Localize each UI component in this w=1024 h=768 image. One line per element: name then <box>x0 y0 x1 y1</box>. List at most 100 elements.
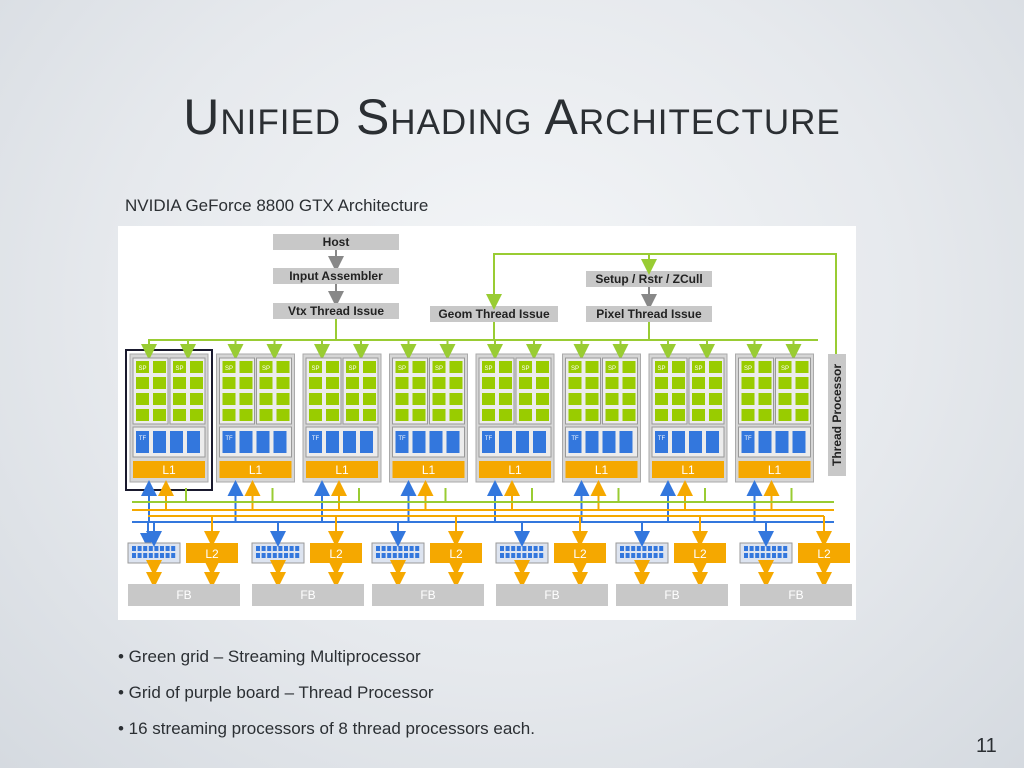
l2-label: L2 <box>817 547 831 561</box>
streaming-processor <box>672 393 685 405</box>
setup-block: Setup / Rstr / ZCull <box>586 271 712 287</box>
rop-cell <box>392 546 397 551</box>
streaming-processor <box>709 393 722 405</box>
rop-cell <box>516 546 521 551</box>
l2-cache <box>310 543 362 563</box>
streaming-processor <box>519 393 532 405</box>
streaming-processor <box>222 409 236 421</box>
thread-processor-label: Thread Processor <box>830 364 844 466</box>
rop-cell <box>620 546 624 551</box>
pixel-thread-issue-block: Pixel Thread Issue <box>586 306 712 322</box>
streaming-processor <box>741 393 755 405</box>
distribution-bus <box>148 319 818 341</box>
l2-cache <box>674 543 726 563</box>
rop-cell <box>376 553 380 558</box>
input-assembler-block: Input Assembler <box>273 268 399 284</box>
texture-filter-unit <box>568 431 582 453</box>
streaming-processor <box>692 409 705 421</box>
host-block: Host <box>273 234 399 250</box>
sp-label: SP <box>571 366 579 372</box>
rop-cell <box>528 553 532 558</box>
rop-cell <box>755 546 760 551</box>
rop-cell <box>659 546 664 551</box>
l1-cache <box>479 461 551 478</box>
l2-cache <box>554 543 606 563</box>
streaming-processor <box>222 377 236 389</box>
sp-label: SP <box>608 366 616 372</box>
streaming-processor <box>363 377 376 389</box>
architecture-diagram: Host Input Assembler Vtx Thread Issue Ge… <box>118 226 856 620</box>
sp-label: SP <box>484 366 492 372</box>
streaming-processor <box>326 361 339 373</box>
rop-cell <box>132 546 136 551</box>
streaming-processor <box>482 361 495 373</box>
tf-label: TF <box>139 436 147 442</box>
rop-cell <box>132 553 136 558</box>
rop-cell <box>631 553 636 558</box>
streaming-processor <box>605 361 619 373</box>
fb-label: FB <box>300 588 315 602</box>
rop-cell <box>289 546 294 551</box>
streaming-processor <box>758 361 772 373</box>
streaming-processor <box>519 377 532 389</box>
texture-filter-unit <box>758 431 772 453</box>
rop-cell <box>636 553 641 558</box>
texture-filter-unit <box>482 431 495 453</box>
frame-buffer <box>128 584 240 606</box>
sp-label: SP <box>435 366 443 372</box>
l2-label: L2 <box>449 547 463 561</box>
streaming-processor <box>499 409 512 421</box>
sp-label: SP <box>781 366 789 372</box>
streaming-processor <box>276 393 290 405</box>
streaming-processor <box>672 409 685 421</box>
texture-filter-unit <box>706 431 719 453</box>
rop-cell <box>625 546 630 551</box>
rop-cell <box>631 546 636 551</box>
streaming-processor <box>190 377 203 389</box>
rop-cell <box>415 553 420 558</box>
rop-cell <box>409 553 414 558</box>
l2-cache <box>430 543 482 563</box>
streaming-processor <box>346 377 359 389</box>
streaming-processor <box>259 409 273 421</box>
streaming-processor <box>190 361 203 373</box>
rop-cell <box>744 553 748 558</box>
texture-filter-unit <box>429 431 443 453</box>
texture-filter-unit <box>446 431 460 453</box>
rop-cell <box>415 546 420 551</box>
streaming-processor <box>482 393 495 405</box>
streaming-processor <box>692 393 705 405</box>
streaming-processor <box>585 409 599 421</box>
streaming-processor <box>276 409 290 421</box>
streaming-processor <box>568 361 582 373</box>
streaming-processor <box>136 361 149 373</box>
streaming-processor <box>326 393 339 405</box>
streaming-processor <box>449 377 463 389</box>
streaming-processor <box>482 377 495 389</box>
streaming-processor <box>778 409 792 421</box>
rop-cell <box>642 553 647 558</box>
texture-filter-unit <box>153 431 166 453</box>
pixel-thread-issue-label: Pixel Thread Issue <box>596 307 702 321</box>
texture-filter-unit <box>360 431 373 453</box>
rop-cell <box>381 546 386 551</box>
texture-filter-unit <box>672 431 685 453</box>
sp-label: SP <box>694 366 702 372</box>
rop-cell <box>642 546 647 551</box>
rop-cell <box>625 553 630 558</box>
texture-filter-unit <box>273 431 287 453</box>
rop-cell <box>777 546 782 551</box>
l1-cache <box>219 461 292 478</box>
rop-cell <box>387 553 392 558</box>
texture-filter-unit <box>516 431 529 453</box>
streaming-processor <box>153 377 166 389</box>
l1-label: L1 <box>595 463 609 477</box>
bullet-item: • Green grid – Streaming Multiprocessor <box>118 647 421 666</box>
texture-filter-unit <box>775 431 789 453</box>
streaming-processor <box>519 409 532 421</box>
streaming-processor <box>655 409 668 421</box>
streaming-processor <box>173 393 186 405</box>
